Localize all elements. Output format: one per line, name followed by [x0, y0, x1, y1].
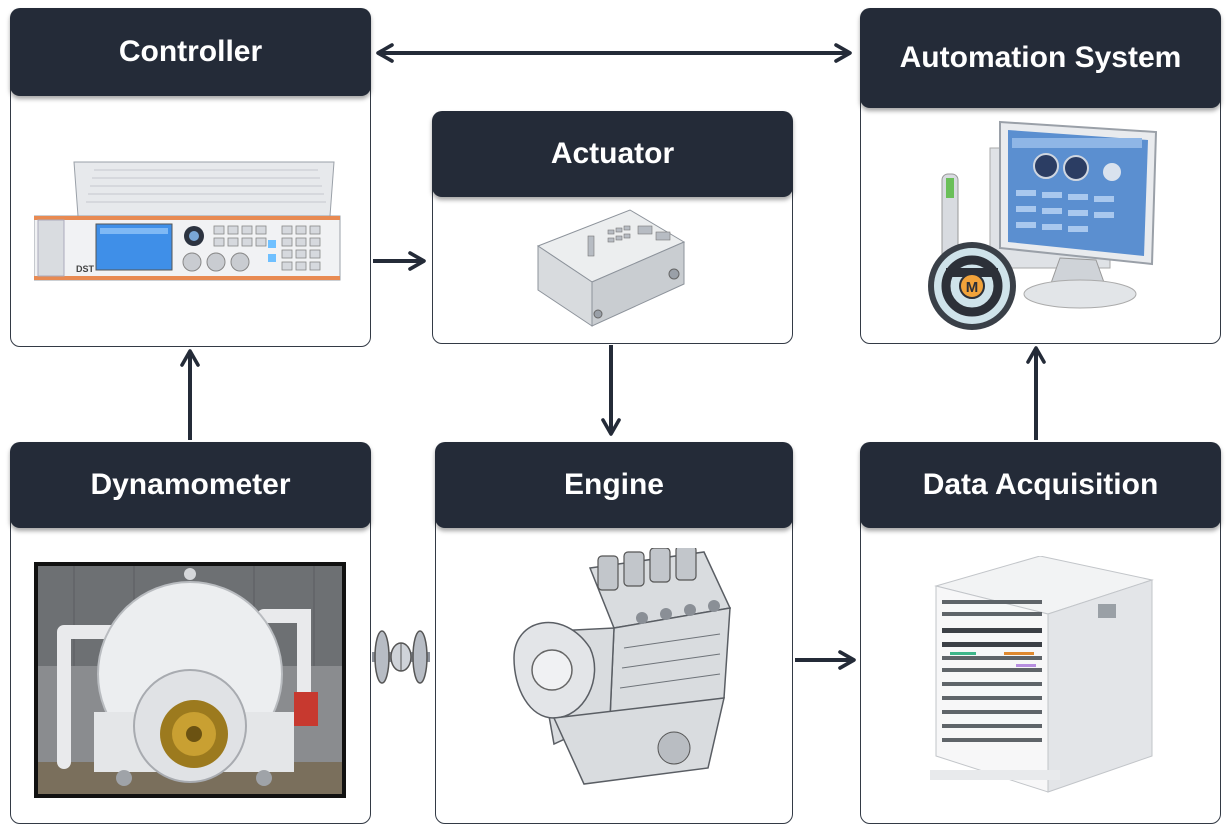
- shaft-coupling-icon: [372, 630, 430, 684]
- automation-logo-letter: M: [966, 279, 979, 296]
- controller-device-icon: DST: [34, 161, 341, 281]
- automation-computer-icon: M: [928, 120, 1158, 330]
- controller-brand-label: DST: [76, 264, 95, 274]
- controller-title: Controller: [10, 8, 371, 96]
- engine-title: Engine: [435, 442, 793, 528]
- engine-icon: [513, 548, 732, 785]
- daq-title: Data Acquisition: [860, 442, 1221, 528]
- actuator-device-icon: [536, 209, 686, 327]
- actuator-title: Actuator: [432, 111, 793, 197]
- automation-title: Automation System: [860, 8, 1221, 108]
- dynamometer-title: Dynamometer: [10, 442, 371, 528]
- daq-rack-icon: [930, 556, 1154, 793]
- dynamometer-photo-icon: [34, 562, 346, 798]
